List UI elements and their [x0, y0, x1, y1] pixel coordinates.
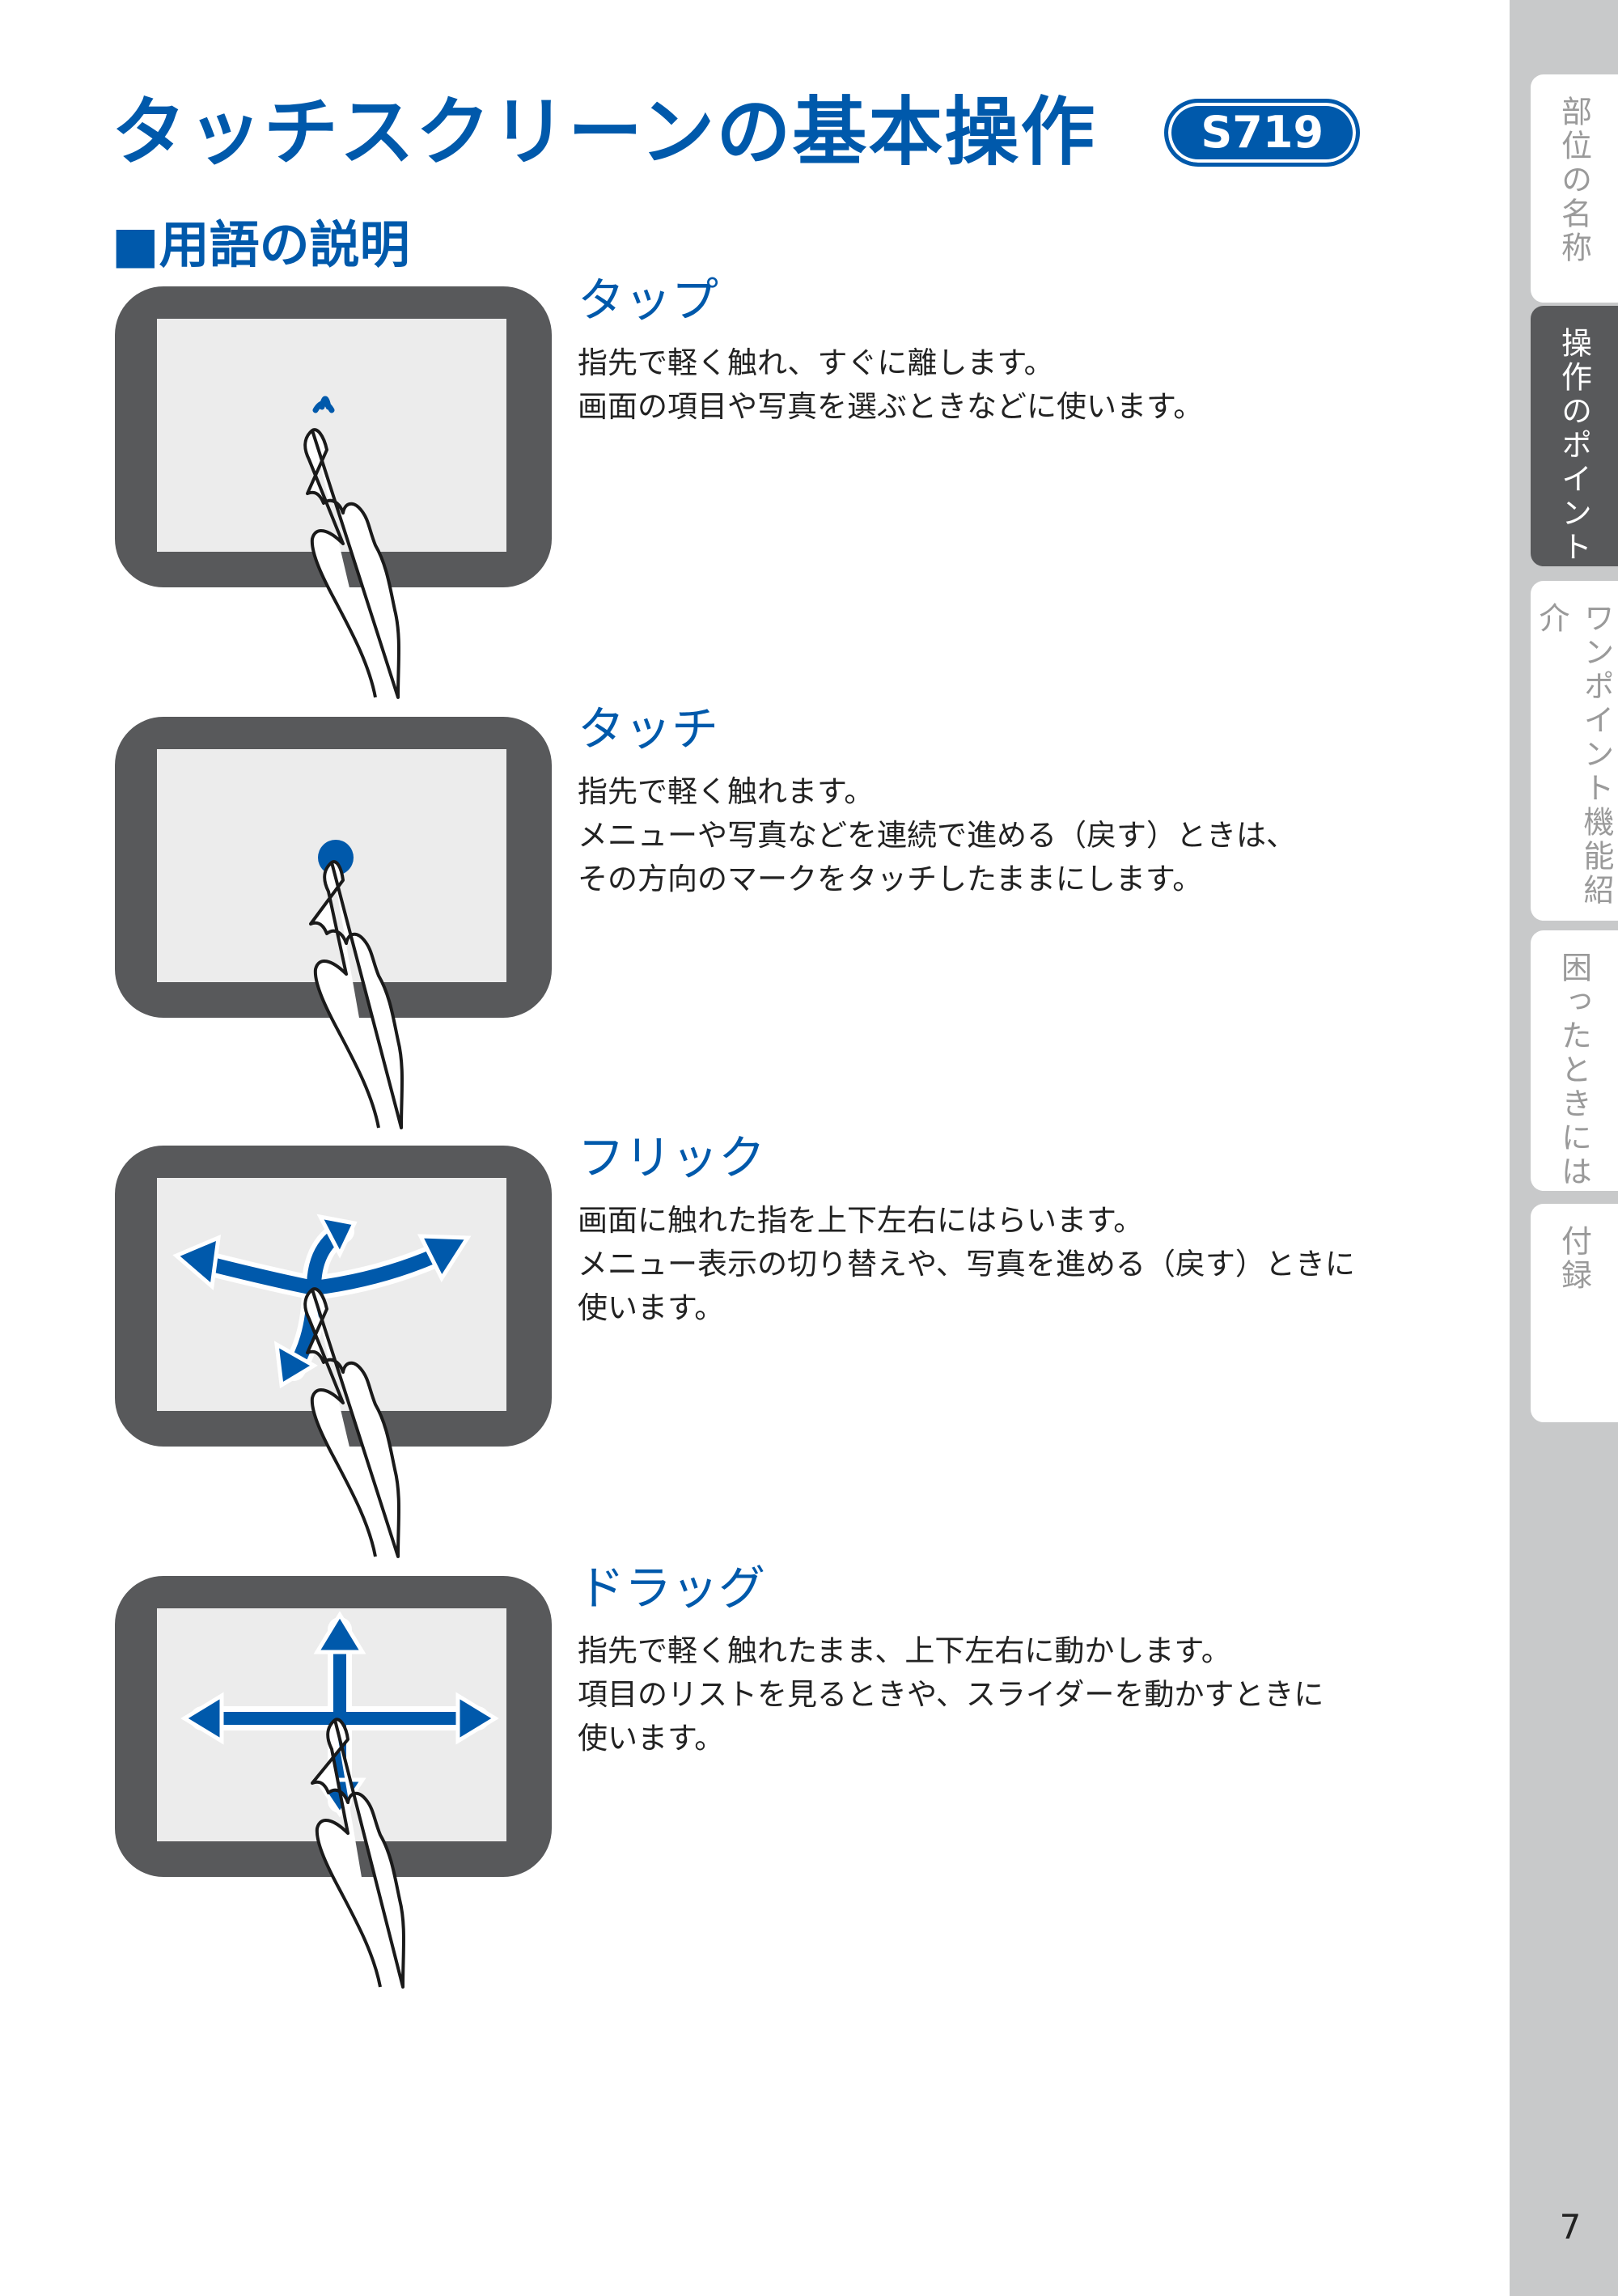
side-tab-operation[interactable]: 操作のポイント: [1531, 306, 1618, 566]
section-drag: ドラッグ 指先で軽く触れたまま、上下左右に動かします。 項目のリストを見るときや…: [578, 1561, 1451, 1760]
section-line: 画面に触れた指を上下左右にはらいます。: [578, 1202, 1144, 1238]
side-tab-appendix[interactable]: 付録: [1531, 1204, 1618, 1422]
page-title: タッチスクリーンの基本操作: [112, 89, 1097, 176]
section-line: 使います。: [578, 1290, 725, 1325]
section-line: その方向のマークをタッチしたままにします。: [578, 861, 1203, 896]
side-tab-troubleshoot[interactable]: 困ったときには: [1531, 930, 1618, 1191]
section-title: タップ: [578, 273, 719, 328]
page-number: 7: [1559, 2207, 1582, 2247]
hand-icon: [303, 428, 400, 699]
section-title: タッチ: [578, 701, 719, 756]
section-line: 指先で軽く触れ、すぐに離します。: [578, 345, 1054, 380]
section-line: 項目のリストを見るときや、スライダーを動かすときに: [578, 1676, 1324, 1712]
section-line: メニュー表示の切り替えや、写真を進める（戻す）ときに: [578, 1246, 1355, 1281]
hand-icon: [303, 1287, 400, 1558]
hand-icon: [311, 1718, 405, 1989]
section-tap: タップ 指先で軽く触れ、すぐに離します。 画面の項目や写真を選ぶときなどに使いま…: [578, 273, 1451, 429]
page-header: タッチスクリーンの基本操作 S719: [112, 89, 1361, 176]
tap-ripple-icon: [312, 396, 335, 413]
tap-illustration: [115, 286, 552, 699]
hand-icon: [309, 860, 404, 1129]
section-line: 指先で軽く触れます。: [578, 773, 875, 809]
section-line: 使います。: [578, 1720, 725, 1756]
side-tab-label: 困ったときには: [1556, 951, 1592, 1189]
side-tab-label: ワンポイント機能紹介: [1534, 602, 1614, 908]
side-tab-label: 操作のポイント: [1556, 327, 1592, 565]
section-touch: タッチ 指先で軽く触れます。 メニューや写真などを連続で進める（戻す）ときは、 …: [578, 701, 1451, 901]
drag-illustration: [115, 1576, 552, 1989]
section-flick: フリック 画面に触れた指を上下左右にはらいます。 メニュー表示の切り替えや、写真…: [578, 1130, 1451, 1330]
side-tab-features[interactable]: ワンポイント機能紹介: [1531, 581, 1618, 921]
side-tab-parts[interactable]: 部位の名称: [1531, 74, 1618, 303]
section-title: フリック: [578, 1130, 766, 1185]
section-title: ドラッグ: [578, 1561, 766, 1616]
section-subtitle: ■用語の説明: [112, 215, 410, 274]
flick-illustration: [115, 1146, 552, 1558]
touch-illustration: [115, 717, 552, 1129]
side-tab-label: 部位の名称: [1556, 95, 1592, 265]
section-line: 指先で軽く触れたまま、上下左右に動かします。: [578, 1633, 1231, 1668]
section-line: 画面の項目や写真を選ぶときなどに使います。: [578, 388, 1204, 424]
model-badge: S719: [1164, 99, 1361, 167]
section-line: メニューや写真などを連続で進める（戻す）ときは、: [578, 817, 1296, 853]
side-tab-label: 付録: [1556, 1225, 1592, 1293]
